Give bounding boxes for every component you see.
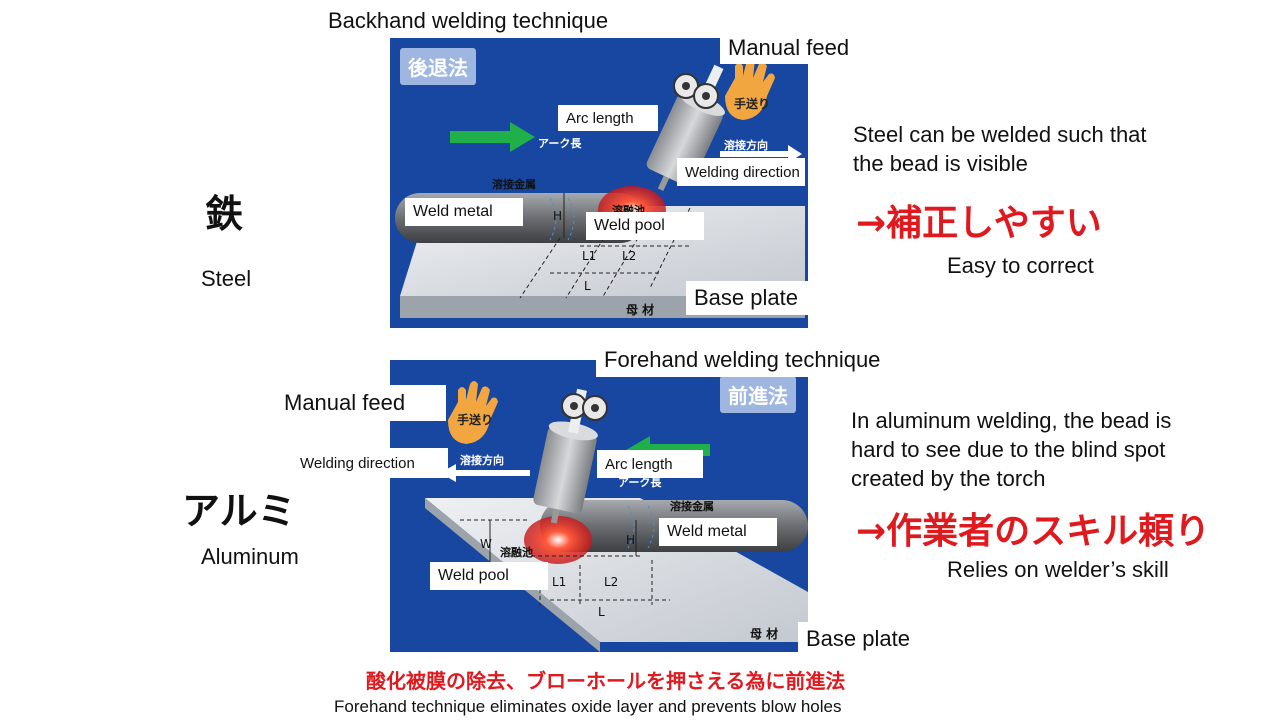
weld-metal-label: Weld metal bbox=[659, 518, 777, 546]
material-jp-aluminum: アルミ bbox=[182, 489, 296, 533]
footer-jp: 酸化被膜の除去、ブローホールを押さえる為に前進法 bbox=[366, 669, 846, 693]
weld-pool-jp: 溶融池 bbox=[500, 545, 533, 559]
base-plate-label: Base plate bbox=[798, 622, 928, 656]
manual-feed-label: Manual feed bbox=[720, 32, 849, 64]
hand-icon: 手送り bbox=[448, 381, 498, 444]
material-en-steel: Steel bbox=[201, 266, 252, 291]
arc-length-jp: アーク長 bbox=[538, 137, 582, 150]
backhand-jp-tag: 後退法 bbox=[400, 48, 476, 85]
weld-pool-label: Weld pool bbox=[586, 212, 704, 240]
steel-result-jp: →補正しやすい bbox=[856, 203, 1102, 244]
forehand-jp-tag: 前進法 bbox=[720, 376, 796, 413]
hand-jp-label: 手送り bbox=[457, 412, 493, 427]
aluminum-result-en: Relies on welder’s skill bbox=[947, 557, 1169, 582]
forehand-title: Forehand welding technique bbox=[596, 343, 908, 377]
base-plate-shape bbox=[425, 498, 808, 642]
arc-length-label: Arc length bbox=[558, 105, 658, 131]
forehand-diagram-panel: W H L1 L2 L 溶接金属 溶融池 母 材 手送り 溶接方向 bbox=[390, 360, 808, 652]
weld-metal-label: Weld metal bbox=[405, 198, 523, 226]
steel-result-en: Easy to correct bbox=[947, 253, 1094, 278]
welding-direction-jp: 溶接方向 bbox=[460, 453, 504, 467]
material-en-aluminum: Aluminum bbox=[201, 544, 299, 569]
dim-l-label: L bbox=[598, 605, 605, 619]
material-jp-steel: 鉄 bbox=[205, 192, 244, 236]
welding-direction-label: Welding direction bbox=[677, 158, 805, 186]
dim-l1-label: L1 bbox=[552, 575, 566, 589]
weld-metal-jp: 溶接金属 bbox=[670, 499, 714, 513]
dim-l2-label: L2 bbox=[622, 249, 636, 263]
dim-l2-label: L2 bbox=[604, 575, 618, 589]
dim-w-label: W bbox=[480, 537, 492, 551]
arc-length-label: Arc length bbox=[597, 450, 703, 478]
welding-direction-jp: 溶接方向 bbox=[724, 138, 768, 152]
hand-jp-label: 手送り bbox=[734, 96, 770, 111]
dim-h-label: H bbox=[553, 209, 562, 223]
wire-feed-rollers bbox=[673, 73, 719, 109]
dim-h-label: H bbox=[626, 533, 635, 547]
welding-direction-label: Welding direction bbox=[292, 448, 448, 478]
base-plate-label: Base plate bbox=[686, 281, 808, 315]
arc-length-jp: アーク長 bbox=[618, 476, 662, 489]
wire-feed-rollers bbox=[561, 393, 608, 421]
forehand-diagram: W H L1 L2 L 溶接金属 溶融池 母 材 手送り 溶接方向 bbox=[425, 381, 808, 652]
base-plate-jp: 母 材 bbox=[750, 626, 778, 641]
footer-en: Forehand technique eliminates oxide laye… bbox=[334, 697, 842, 716]
backhand-title: Backhand welding technique bbox=[320, 5, 662, 37]
aluminum-note: In aluminum welding, the bead is hard to… bbox=[851, 408, 1172, 491]
weld-metal-jp: 溶接金属 bbox=[492, 177, 536, 191]
dim-l1-label: L1 bbox=[582, 249, 596, 263]
base-plate-jp: 母 材 bbox=[626, 302, 654, 317]
hand-icon: 手送り bbox=[725, 57, 775, 120]
welding-torch bbox=[533, 388, 598, 524]
dim-l-label: L bbox=[584, 279, 591, 293]
green-direction-arrow bbox=[450, 122, 535, 152]
steel-note: Steel can be welded such that the bead i… bbox=[853, 122, 1147, 176]
manual-feed-label: Manual feed bbox=[276, 385, 446, 421]
aluminum-result-jp: →作業者のスキル頼り bbox=[856, 511, 1211, 552]
weld-pool-label: Weld pool bbox=[430, 562, 548, 590]
weld-pool-shape bbox=[524, 516, 592, 564]
